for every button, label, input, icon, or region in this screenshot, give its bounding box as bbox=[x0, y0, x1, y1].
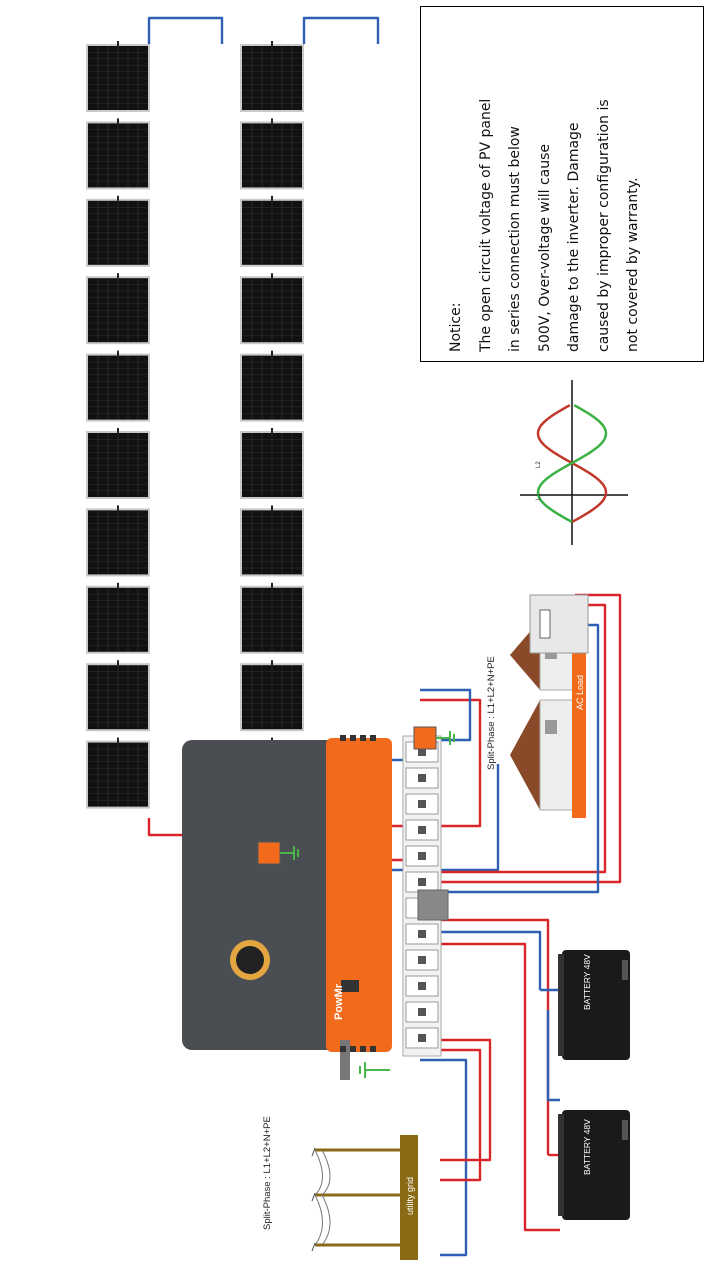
solar-panel bbox=[240, 118, 304, 190]
notice-line-3: 500V, Over-voltage will cause bbox=[536, 143, 553, 352]
surge-protector-1 bbox=[257, 841, 299, 865]
notice-line-2: in series connection must below bbox=[507, 126, 523, 352]
pv-string-2 bbox=[240, 41, 304, 809]
bat-pos-2 bbox=[420, 942, 560, 1232]
grid-l1 bbox=[420, 1048, 482, 1182]
house-load bbox=[510, 594, 589, 818]
ac-load-label: AC Load bbox=[575, 674, 585, 710]
load-n bbox=[420, 623, 600, 894]
solar-panel bbox=[240, 428, 304, 499]
load-phase-label: Split-Phase : L1+L2+N+PE bbox=[486, 656, 497, 770]
notice-line-1: The open circuit voltage of PV panel bbox=[477, 98, 494, 352]
battery-1-label: BATTERY 48V bbox=[582, 1119, 592, 1175]
notice-line-6: not covered by warranty. bbox=[625, 177, 641, 352]
solar-panel bbox=[86, 350, 150, 422]
grid-n bbox=[420, 1058, 468, 1257]
components bbox=[182, 380, 630, 1260]
notice-box bbox=[420, 6, 704, 362]
split-phase-waveform bbox=[520, 380, 628, 545]
solar-panel bbox=[86, 737, 150, 809]
solar-panel bbox=[240, 350, 304, 422]
battery-1 bbox=[558, 1110, 630, 1220]
solar-panel bbox=[240, 660, 304, 732]
grid-box-label: utility grid bbox=[405, 1176, 415, 1215]
wave-l1-label: L1 bbox=[536, 493, 542, 500]
solar-panel bbox=[86, 41, 150, 112]
solar-panel bbox=[86, 195, 150, 267]
bat-neg bbox=[420, 930, 542, 990]
solar-panel bbox=[86, 505, 150, 577]
solar-panel bbox=[240, 273, 304, 345]
solar-panel bbox=[240, 505, 304, 577]
solar-panel bbox=[240, 41, 304, 112]
load-l1 bbox=[420, 593, 622, 884]
load-l2 bbox=[420, 603, 607, 874]
breaker-panel bbox=[402, 735, 449, 1057]
solar-panel bbox=[86, 582, 150, 654]
solar-panel bbox=[86, 273, 150, 345]
solar-panel bbox=[86, 660, 150, 732]
bat-series bbox=[546, 1010, 560, 1102]
battery-2-label: BATTERY 48V bbox=[582, 954, 592, 1010]
pv-string-1 bbox=[86, 41, 150, 809]
battery-2 bbox=[558, 950, 630, 1060]
pv-top-loop-1 bbox=[147, 16, 224, 44]
solar-panel bbox=[86, 118, 150, 190]
ground-symbol bbox=[359, 1062, 390, 1078]
grid-l2 bbox=[420, 1038, 492, 1162]
dc-run-3 bbox=[420, 698, 482, 828]
surge-protector-2 bbox=[413, 726, 455, 750]
solar-panel bbox=[240, 195, 304, 267]
notice-title: Notice: bbox=[448, 302, 464, 352]
solar-panel bbox=[240, 582, 304, 654]
notice-line-5: caused by improper configuration is bbox=[595, 99, 612, 352]
utility-grid bbox=[311, 1135, 418, 1260]
inverter bbox=[182, 735, 392, 1080]
notice-line-4: damage to the inverter. Damage bbox=[566, 122, 582, 352]
grid-phase-label: Split-Phase : L1+L2+N+PE bbox=[262, 1116, 273, 1230]
solar-panel bbox=[86, 428, 150, 499]
wave-l2-label: L2 bbox=[536, 461, 542, 468]
notice-text: Notice: The open circuit voltage of PV p… bbox=[442, 12, 649, 352]
inverter-brand: PowMr bbox=[333, 983, 345, 1020]
pv-top-loop-2 bbox=[302, 16, 380, 44]
